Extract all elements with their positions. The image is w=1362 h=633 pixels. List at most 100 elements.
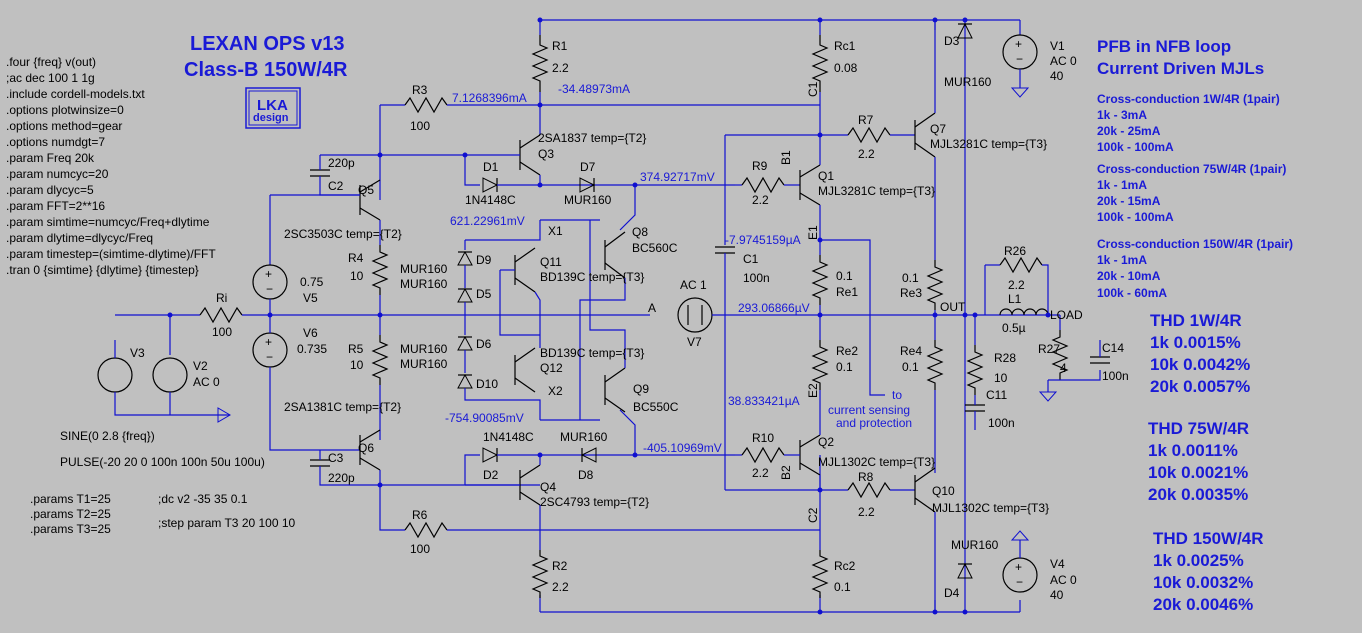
svg-text:374.92717mV: 374.92717mV bbox=[640, 170, 715, 184]
svg-text:1k - 1mA: 1k - 1mA bbox=[1097, 253, 1147, 267]
svg-text:100n: 100n bbox=[743, 271, 770, 285]
svg-text:.param FFT=2**16: .param FFT=2**16 bbox=[6, 199, 105, 213]
svg-text:MUR160: MUR160 bbox=[400, 277, 448, 291]
svg-text:-7.9745159µA: -7.9745159µA bbox=[725, 233, 801, 247]
svg-text:Rc2: Rc2 bbox=[834, 559, 856, 573]
svg-text:D7: D7 bbox=[580, 160, 596, 174]
svg-text:BD139C temp={T3}: BD139C temp={T3} bbox=[540, 270, 644, 284]
svg-text:+: + bbox=[1015, 37, 1022, 51]
notes-block: PFB in NFB loop Current Driven MJLs Cros… bbox=[1097, 37, 1293, 300]
svg-text:Q10: Q10 bbox=[932, 484, 955, 498]
svg-text:0.735: 0.735 bbox=[297, 342, 327, 356]
svg-text:0.1: 0.1 bbox=[902, 360, 919, 374]
d8-diode bbox=[580, 447, 597, 463]
probe-values: 7.1268396mA -34.48973mA 374.92717mV 621.… bbox=[445, 82, 810, 455]
rc1-resistor bbox=[811, 35, 829, 92]
svg-text:BD139C temp={T3}: BD139C temp={T3} bbox=[540, 346, 644, 360]
svg-text:Q7: Q7 bbox=[930, 122, 946, 136]
svg-text:AC 0: AC 0 bbox=[193, 375, 220, 389]
params-block: .params T1=25 .params T2=25 .params T3=2… bbox=[30, 492, 296, 536]
svg-text:.param dlytime=dlycyc/Freq: .param dlytime=dlycyc/Freq bbox=[6, 231, 153, 245]
svg-text:1k 0.0015%: 1k 0.0015% bbox=[1150, 333, 1241, 352]
svg-text:−: − bbox=[1016, 52, 1023, 66]
svg-text:0.08: 0.08 bbox=[834, 61, 858, 75]
svg-text:4: 4 bbox=[1060, 361, 1067, 375]
svg-text:R1: R1 bbox=[552, 39, 568, 53]
d5-diode bbox=[457, 287, 473, 303]
svg-text:2SA1381C temp={T2}: 2SA1381C temp={T2} bbox=[284, 400, 401, 414]
svg-text:AC 1: AC 1 bbox=[680, 278, 707, 292]
r1-resistor bbox=[531, 35, 549, 92]
svg-text:R8: R8 bbox=[858, 470, 874, 484]
pulse-label: PULSE(-20 20 0 100n 100n 50u 100u) bbox=[60, 455, 265, 469]
svg-text:C2: C2 bbox=[328, 179, 344, 193]
svg-text:1N4148C: 1N4148C bbox=[465, 193, 516, 207]
ri-resistor bbox=[199, 306, 243, 324]
svg-text:A: A bbox=[648, 301, 656, 315]
node-c2: C2 bbox=[806, 507, 820, 523]
r4-resistor bbox=[371, 245, 389, 295]
c3-capacitor bbox=[310, 459, 330, 467]
svg-text:R3: R3 bbox=[412, 83, 428, 97]
svg-text:Ri: Ri bbox=[216, 291, 227, 305]
v3-source bbox=[97, 357, 133, 393]
svg-text:AC 0: AC 0 bbox=[1050, 54, 1077, 68]
svg-text:2SC3503C temp={T2}: 2SC3503C temp={T2} bbox=[284, 227, 402, 241]
svg-text:OUT: OUT bbox=[940, 300, 966, 314]
svg-text:Q3: Q3 bbox=[538, 147, 554, 161]
component-labels: R1 2.2 Rc1 0.08 R3 100 2SA1837 temp={T2}… bbox=[130, 34, 1129, 602]
svg-text:MJL3281C temp={T3}: MJL3281C temp={T3} bbox=[930, 137, 1047, 151]
svg-text:10: 10 bbox=[350, 269, 364, 283]
top-rail bbox=[539, 19, 1021, 35]
svg-text:10k 0.0021%: 10k 0.0021% bbox=[1148, 463, 1248, 482]
svg-text:1N4148C: 1N4148C bbox=[483, 430, 534, 444]
q3-transistor bbox=[465, 134, 541, 176]
r27-resistor bbox=[1051, 330, 1069, 380]
r9-resistor bbox=[741, 176, 785, 194]
svg-text:;step param T3 20 100 10: ;step param T3 20 100 10 bbox=[158, 516, 296, 530]
svg-text:D10: D10 bbox=[476, 377, 498, 391]
svg-text:-405.10969mV: -405.10969mV bbox=[643, 441, 722, 455]
q8-transistor bbox=[604, 231, 626, 279]
q7-transistor bbox=[914, 112, 936, 158]
svg-text:0.1: 0.1 bbox=[834, 580, 851, 594]
svg-text:Current Driven MJLs: Current Driven MJLs bbox=[1097, 59, 1264, 78]
svg-text:100: 100 bbox=[410, 542, 430, 556]
svg-text:.params T3=25: .params T3=25 bbox=[30, 522, 111, 536]
svg-text:Re3: Re3 bbox=[900, 286, 922, 300]
svg-text:Cross-conduction 150W/4R (1pai: Cross-conduction 150W/4R (1pair) bbox=[1097, 237, 1293, 251]
d10-diode bbox=[457, 373, 473, 389]
svg-text:20k 0.0046%: 20k 0.0046% bbox=[1153, 595, 1253, 614]
svg-text:.param simtime=numcyc/Freq+dly: .param simtime=numcyc/Freq+dlytime bbox=[6, 215, 210, 229]
svg-text:+: + bbox=[265, 335, 272, 349]
svg-text:THD 1W/4R: THD 1W/4R bbox=[1150, 311, 1242, 330]
svg-text:BC550C: BC550C bbox=[633, 400, 679, 414]
svg-text:10: 10 bbox=[994, 371, 1008, 385]
svg-text:.param dlycyc=5: .param dlycyc=5 bbox=[6, 183, 94, 197]
svg-text:1k 0.0011%: 1k 0.0011% bbox=[1148, 441, 1238, 460]
thd-block: THD 1W/4R 1k 0.0015% 10k 0.0042% 20k 0.0… bbox=[1148, 311, 1264, 614]
re3-resistor bbox=[926, 260, 944, 310]
svg-text:V3: V3 bbox=[130, 346, 145, 360]
svg-text:;ac dec 100 1 1g: ;ac dec 100 1 1g bbox=[6, 71, 95, 85]
q9-transistor bbox=[604, 367, 626, 413]
l1-inductor bbox=[999, 308, 1049, 316]
title-line2: Class-B 150W/4R bbox=[184, 59, 348, 81]
svg-text:10k 0.0032%: 10k 0.0032% bbox=[1153, 573, 1253, 592]
q10-transistor bbox=[914, 467, 936, 513]
svg-text:−: − bbox=[266, 282, 273, 296]
svg-text:THD 75W/4R: THD 75W/4R bbox=[1148, 419, 1249, 438]
d3-diode bbox=[957, 22, 973, 39]
r6-resistor bbox=[404, 521, 448, 539]
svg-text:220p: 220p bbox=[328, 471, 355, 485]
svg-text:10k 0.0042%: 10k 0.0042% bbox=[1150, 355, 1250, 374]
svg-text:20k - 25mA: 20k - 25mA bbox=[1097, 124, 1161, 138]
svg-text:V1: V1 bbox=[1050, 39, 1065, 53]
r5-resistor bbox=[371, 335, 389, 385]
c1-capacitor bbox=[715, 246, 735, 254]
svg-text:2SC4793 temp={T2}: 2SC4793 temp={T2} bbox=[540, 495, 649, 509]
svg-text:-34.48973mA: -34.48973mA bbox=[558, 82, 630, 96]
re1-resistor bbox=[811, 255, 829, 305]
svg-text:V7: V7 bbox=[687, 335, 702, 349]
title-line1: LEXAN OPS v13 bbox=[190, 33, 345, 55]
